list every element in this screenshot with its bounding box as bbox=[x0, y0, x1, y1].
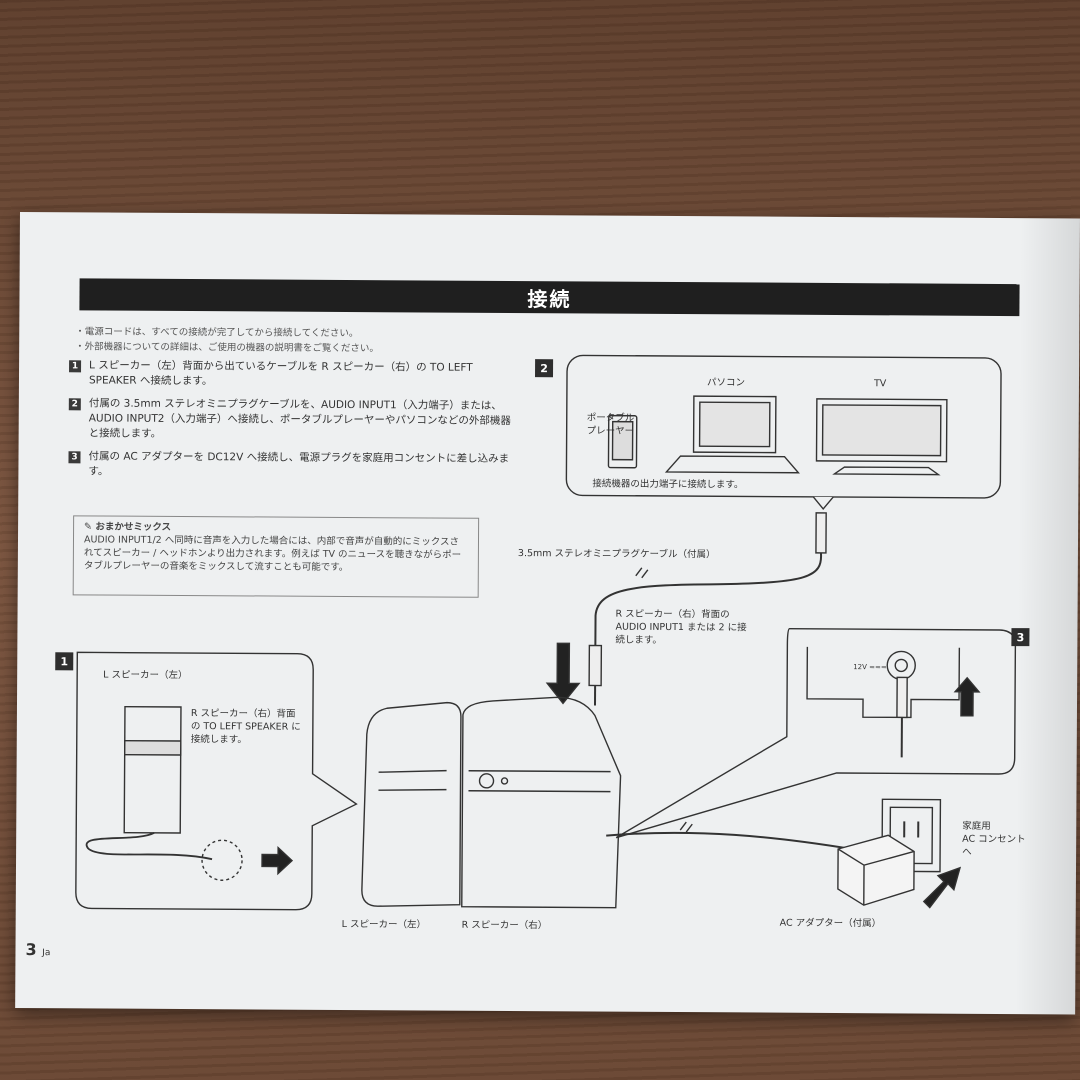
manual-page: 接続 ・電源コードは、すべての接続が完了してから接続してください。 ・外部機器に… bbox=[15, 212, 1080, 1015]
plug-bottom bbox=[588, 644, 603, 687]
plug-top bbox=[815, 512, 827, 554]
outlet-label: 家庭用 AC コンセントへ bbox=[962, 820, 1026, 858]
l-speaker-line bbox=[378, 788, 447, 791]
page-number-value: 3 bbox=[25, 940, 37, 960]
r-speaker-line bbox=[468, 770, 611, 773]
panel1-title: L スピーカー（左） bbox=[103, 669, 188, 682]
tv-stand bbox=[832, 466, 941, 476]
cable-break bbox=[679, 821, 693, 833]
cable-label: 3.5mm ステレオミニプラグケーブル（付属） bbox=[517, 548, 716, 561]
speaker-cable bbox=[85, 832, 213, 861]
panel1-note: R スピーカー（右）背面の TO LEFT SPEAKER に接続します。 bbox=[190, 708, 301, 746]
cable-break bbox=[635, 567, 649, 579]
connection-diagram bbox=[75, 354, 1017, 911]
page-language: Ja bbox=[42, 948, 51, 959]
ac-adapter-icon bbox=[837, 834, 915, 906]
power-cable bbox=[606, 831, 853, 851]
step-badge-2: 2 bbox=[535, 359, 554, 378]
pc-screen bbox=[698, 401, 771, 448]
callout-pointer bbox=[812, 496, 834, 511]
dc-label: 12V === bbox=[853, 663, 887, 672]
ac-adapter-edge bbox=[837, 848, 915, 906]
l-speaker-line bbox=[378, 769, 447, 773]
device-panel bbox=[565, 354, 1002, 499]
connector-highlight bbox=[201, 839, 243, 881]
volume-knob-icon bbox=[478, 773, 495, 789]
tv-label: TV bbox=[873, 378, 887, 390]
power-panel bbox=[615, 628, 1017, 839]
arrow-up-icon bbox=[953, 676, 981, 717]
page-number: 3 Ja bbox=[25, 940, 50, 959]
stereo-cable bbox=[594, 552, 823, 646]
tv-screen bbox=[821, 404, 942, 457]
headphone-jack-icon bbox=[500, 777, 509, 785]
dc-jack-inner bbox=[894, 658, 908, 673]
l-speaker-label: L スピーカー（左） bbox=[341, 918, 427, 931]
dc-plug bbox=[896, 676, 908, 719]
arrow-right-icon bbox=[261, 845, 294, 876]
step-badge-1: 1 bbox=[55, 652, 74, 671]
pc-monitor-icon bbox=[692, 395, 777, 454]
l-speaker-band bbox=[123, 739, 182, 756]
l-speaker-icon bbox=[361, 701, 462, 907]
arrow-down-icon bbox=[545, 642, 581, 705]
input-label: R スピーカー（右）背面の AUDIO INPUT1 または 2 に接続します。 bbox=[615, 608, 747, 646]
l-speaker-back-icon bbox=[123, 705, 182, 834]
r-speaker-line bbox=[468, 790, 611, 793]
r-speaker-icon bbox=[461, 696, 622, 909]
player-screen bbox=[611, 420, 634, 461]
left-speaker-panel bbox=[75, 651, 358, 911]
panel2-caption: 接続機器の出力端子に接続します。 bbox=[592, 478, 744, 491]
dc-jack-icon bbox=[886, 650, 916, 681]
rear-panel-outline bbox=[806, 646, 961, 719]
portable-player-icon bbox=[607, 414, 638, 469]
arrow-diagonal-icon bbox=[922, 866, 962, 909]
step-badge-3: 3 bbox=[1011, 628, 1030, 647]
pc-keyboard-icon bbox=[664, 455, 800, 474]
tv-icon bbox=[815, 398, 948, 463]
pc-label: パソコン bbox=[706, 377, 746, 389]
adapter-label: AC アダプター（付属） bbox=[779, 917, 882, 930]
portable-player-label: ポータブル プレーヤー bbox=[586, 412, 635, 437]
r-speaker-label: R スピーカー（右） bbox=[461, 919, 548, 932]
